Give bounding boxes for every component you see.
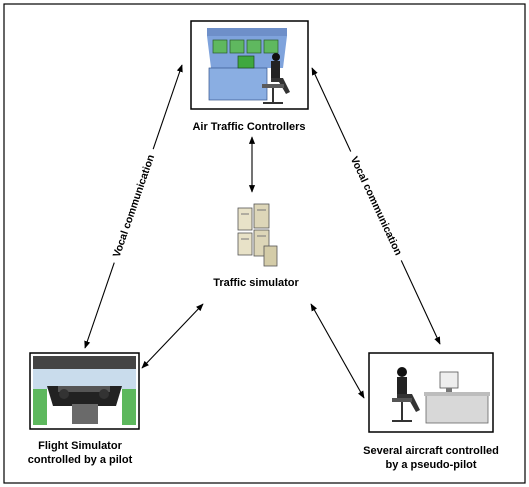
edge-traffic-sim-pseudo-pilot bbox=[310, 303, 365, 399]
flight-simulator-label-line1: Flight Simulator bbox=[38, 440, 122, 452]
pseudo-pilot-node: Several aircraft controlled by a pseudo-… bbox=[363, 352, 499, 471]
flight-simulator-node: Flight Simulator controlled by a pilot bbox=[28, 352, 140, 466]
flight-simulator-label-line2: controlled by a pilot bbox=[28, 454, 133, 466]
pseudo-pilot-illustration bbox=[392, 367, 490, 424]
pseudo-pilot-label-line1: Several aircraft controlled bbox=[363, 445, 499, 457]
atc-label: Air Traffic Controllers bbox=[192, 121, 305, 133]
traffic-simulator-label: Traffic simulator bbox=[213, 277, 299, 289]
traffic-simulator-node: Traffic simulator bbox=[213, 203, 300, 289]
server-icon bbox=[237, 203, 278, 267]
pseudo-pilot-label-line2: by a pseudo-pilot bbox=[385, 459, 476, 471]
edge-traffic-sim-flight-sim bbox=[141, 303, 204, 369]
atc-node: Air Traffic Controllers bbox=[190, 20, 309, 133]
left-edge-label: Vocal communication bbox=[111, 153, 157, 259]
atc-illustration bbox=[207, 28, 290, 104]
right-edge-label: Vocal communication bbox=[348, 155, 404, 258]
cockpit-illustration bbox=[33, 356, 136, 425]
diagram-border bbox=[3, 3, 526, 484]
